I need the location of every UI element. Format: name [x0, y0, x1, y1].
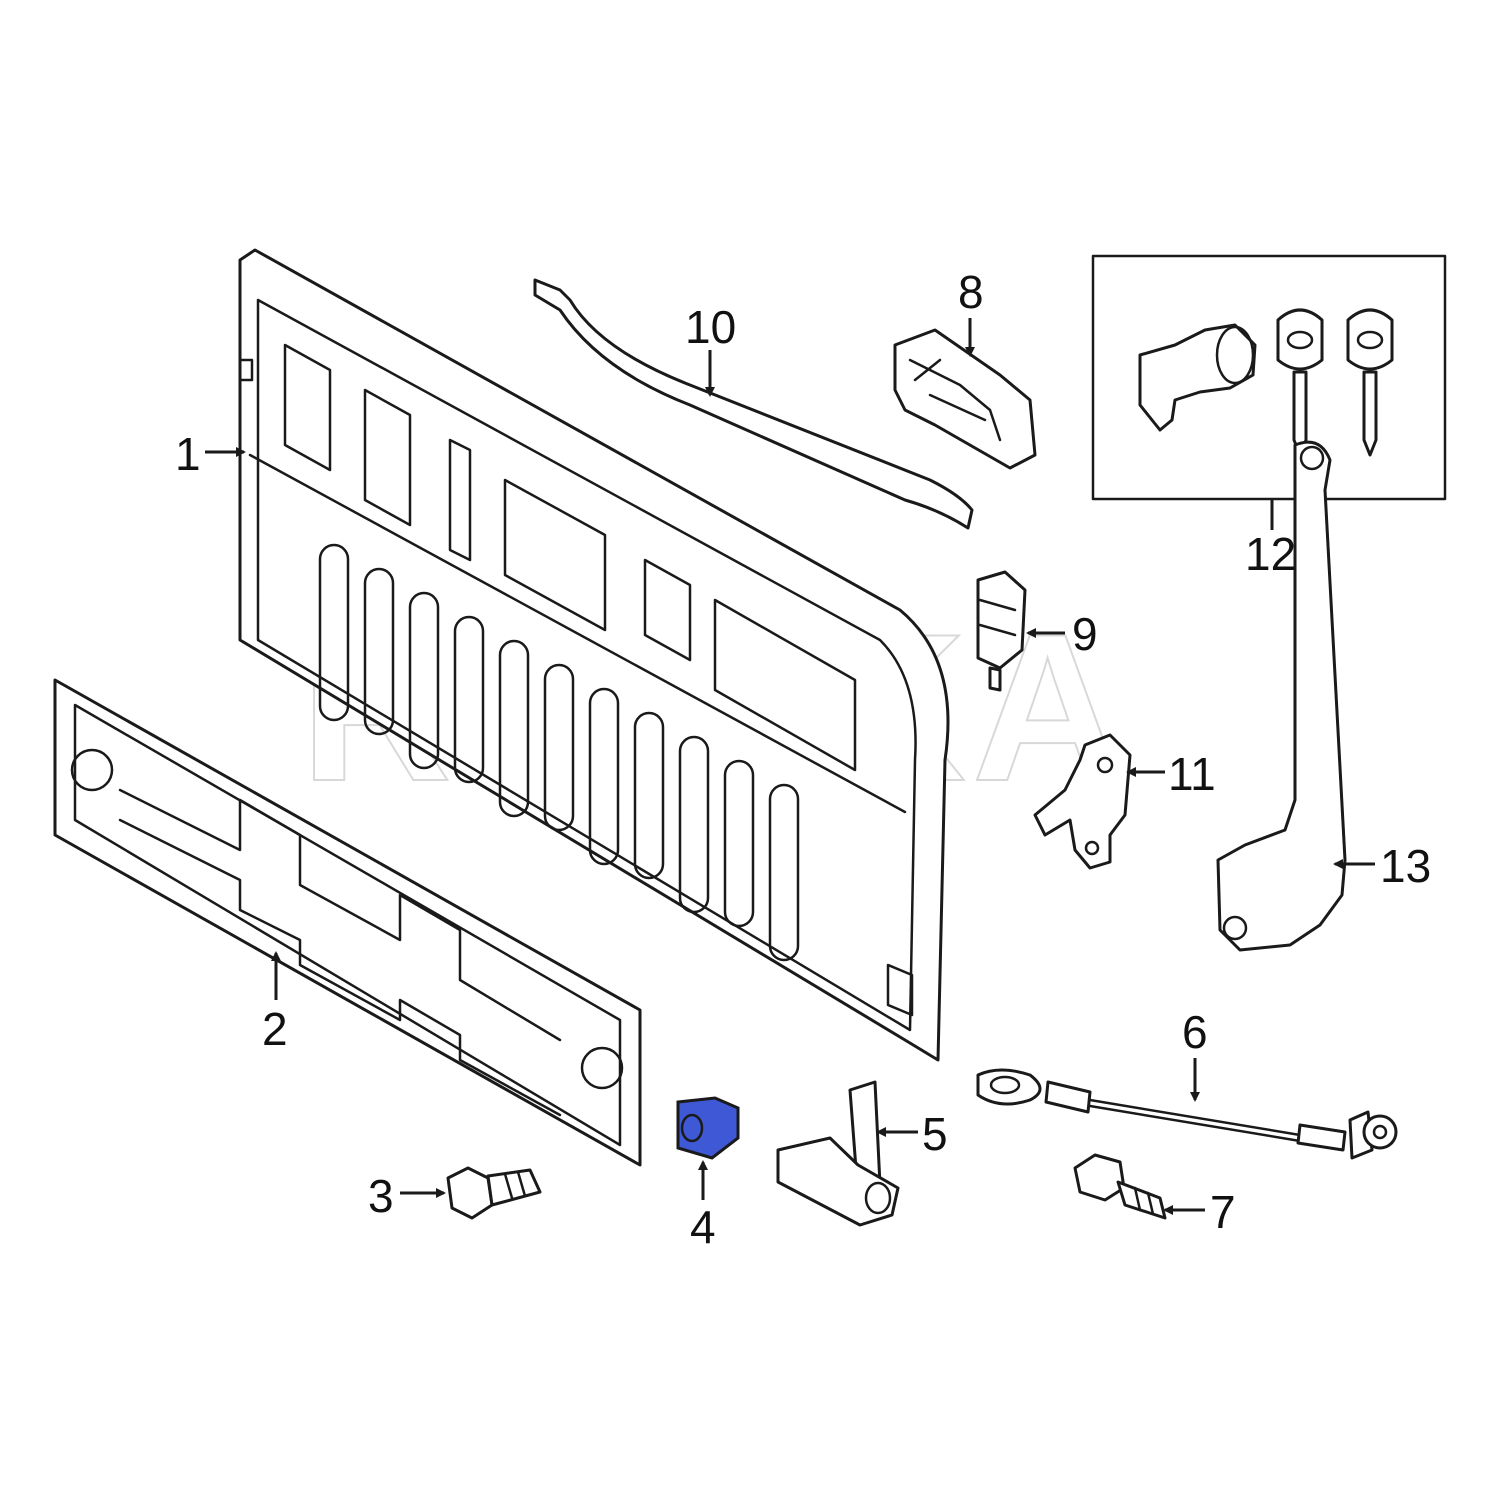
- callout-7: 7: [1210, 1186, 1236, 1238]
- leader-lines: [205, 318, 1375, 1215]
- callout-3: 3: [368, 1170, 394, 1222]
- retainer-clip-4: [676, 1096, 740, 1160]
- tailgate-rib: [678, 735, 710, 914]
- callout-12: 12: [1245, 528, 1296, 580]
- hinge-bracket-5: [776, 1080, 900, 1227]
- callout-4: 4: [690, 1201, 716, 1253]
- callout-2: 2: [262, 1003, 288, 1055]
- tailgate-rib: [633, 711, 665, 880]
- bolt-3: [446, 1166, 542, 1220]
- key-2-icon: [1346, 308, 1394, 457]
- tailgate-rib: [453, 615, 485, 784]
- key-1-icon: [1276, 308, 1324, 457]
- callout-11: 11: [1168, 748, 1216, 800]
- tailgate-rib: [318, 543, 350, 722]
- tailgate-rib: [498, 639, 530, 818]
- tailgate-panel: [238, 248, 950, 1062]
- switch-9: [976, 570, 1027, 692]
- callout-labels: 1 2 3 4 5 6 7 8 9 10 11 12 13: [175, 266, 1431, 1253]
- bolt-7: [1073, 1153, 1167, 1220]
- callout-13: 13: [1380, 840, 1431, 892]
- tailgate-rib: [723, 759, 755, 928]
- highlighted-part: [676, 1096, 740, 1160]
- seal-strip-10: [533, 278, 974, 530]
- striker-bracket-11: [1033, 733, 1132, 870]
- callout-9: 9: [1072, 608, 1098, 660]
- tailgate-ribs: [318, 543, 800, 962]
- support-cable-6: [976, 1068, 1398, 1160]
- callout-8: 8: [958, 266, 984, 318]
- callout-1: 1: [175, 428, 201, 480]
- tailgate-rib: [408, 591, 440, 770]
- callout-10: 10: [685, 301, 736, 353]
- tailgate-rib: [768, 783, 800, 962]
- callout-5: 5: [922, 1108, 948, 1160]
- tailgate-cover-plate: [53, 678, 642, 1167]
- tailgate-rib: [588, 687, 620, 866]
- lock-cylinder-kit-12: [1091, 254, 1447, 501]
- tailgate-rib: [543, 663, 575, 832]
- handle-housing-13: [1216, 440, 1347, 952]
- callout-6: 6: [1182, 1006, 1208, 1058]
- tailgate-rib: [363, 567, 395, 736]
- tailgate-latch-8: [893, 328, 1037, 470]
